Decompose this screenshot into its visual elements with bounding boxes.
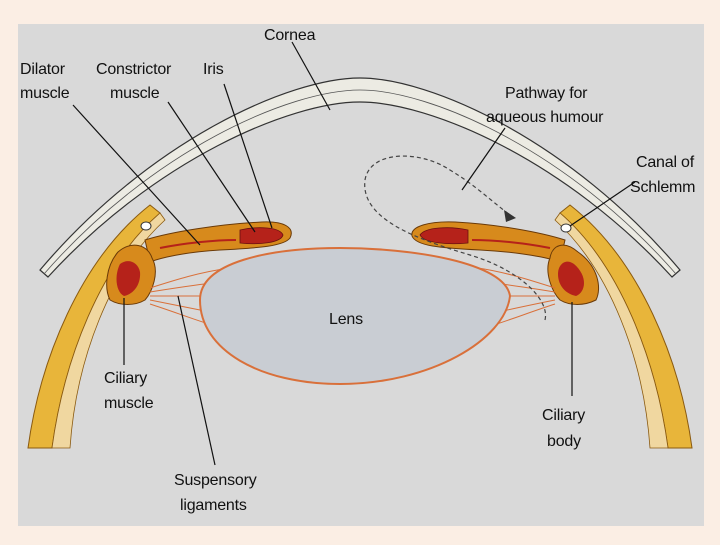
choroid-left bbox=[51, 212, 166, 449]
cornea-shape bbox=[39, 77, 681, 278]
leader-canal bbox=[569, 181, 636, 227]
label-suspensory-line2: ligaments bbox=[180, 497, 247, 514]
choroid-right bbox=[554, 212, 669, 449]
label-pathway-line2: aqueous humour bbox=[486, 109, 604, 126]
leader-iris bbox=[223, 83, 273, 229]
label-ciliary-body-line2: body bbox=[547, 433, 581, 450]
lens-shape bbox=[198, 246, 512, 386]
label-ciliary-muscle-line1: Ciliary bbox=[104, 370, 147, 387]
label-dilator-line1: Dilator bbox=[20, 61, 66, 78]
leader-suspensory bbox=[177, 295, 216, 466]
canal-of-schlemm-left bbox=[140, 221, 152, 231]
ciliary-muscle-left bbox=[116, 261, 141, 296]
label-iris: Iris bbox=[203, 61, 224, 78]
leader-lines bbox=[72, 41, 636, 466]
dilator-muscle-right bbox=[471, 239, 551, 249]
constrictor-muscle-left bbox=[239, 227, 284, 245]
leader-pathway bbox=[461, 127, 506, 191]
label-dilator-line2: muscle bbox=[20, 85, 70, 102]
cornea-inner-line bbox=[43, 89, 677, 275]
aqueous-pathway-arrowhead bbox=[504, 210, 516, 222]
label-lens: Lens bbox=[329, 311, 363, 328]
dilator-muscle-left bbox=[159, 239, 237, 249]
label-constrictor-line2: muscle bbox=[110, 85, 160, 102]
label-cornea: Cornea bbox=[264, 27, 316, 44]
label-constrictor-line1: Constrictor bbox=[96, 61, 172, 78]
leader-dilator bbox=[72, 104, 201, 246]
label-suspensory-line1: Suspensory bbox=[174, 472, 257, 489]
aqueous-pathway-arrow bbox=[364, 155, 547, 321]
label-canal-line1: Canal of bbox=[636, 154, 695, 171]
label-ciliary-body-line1: Ciliary bbox=[542, 407, 585, 424]
constrictor-muscle-right bbox=[419, 227, 469, 245]
canal-of-schlemm-right bbox=[560, 223, 572, 233]
label-pathway-line1: Pathway for bbox=[505, 85, 588, 102]
label-canal-line2: Schlemm bbox=[630, 179, 695, 196]
ciliary-muscle-right bbox=[558, 261, 584, 296]
label-ciliary-muscle-line2: muscle bbox=[104, 395, 154, 412]
leader-constrictor bbox=[167, 101, 256, 233]
leader-cornea bbox=[291, 41, 331, 111]
